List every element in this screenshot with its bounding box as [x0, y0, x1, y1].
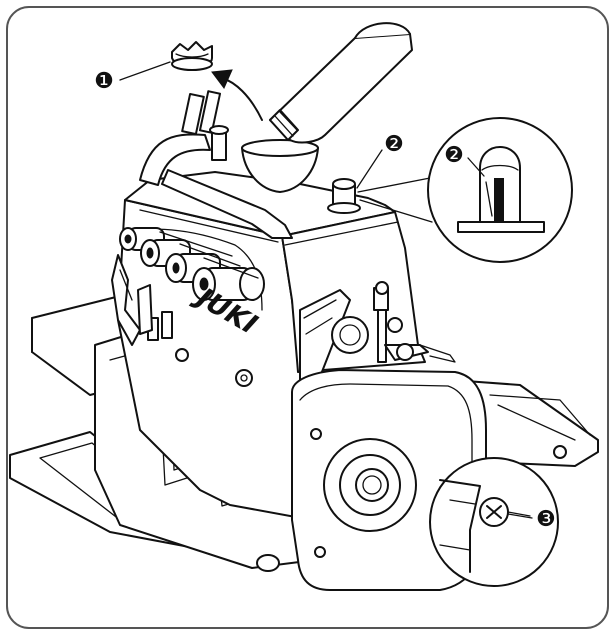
- top-arm: [139, 90, 293, 239]
- side-mechanism: [299, 281, 456, 383]
- oil-cap-icon: [171, 41, 213, 71]
- oil-gauge-icon: [327, 178, 361, 214]
- callout-1-badge: ❶: [94, 69, 114, 94]
- callout-3-badge: ❸: [536, 507, 556, 532]
- oil-funnel: [241, 139, 319, 193]
- detail-link-bottom: [359, 199, 433, 223]
- oil-gauge-detail: [427, 117, 573, 263]
- oil-bottle: [269, 22, 413, 144]
- detail-link-top: [357, 177, 431, 193]
- callout-2-badge: ❷: [384, 132, 404, 157]
- leader-2-detail: [467, 157, 485, 177]
- leader-2: [356, 149, 383, 189]
- thread-guides: [111, 254, 153, 346]
- callout-2-detail-badge: ❷: [444, 143, 464, 168]
- arrow-head: [211, 69, 233, 89]
- leader-3: [507, 513, 533, 519]
- tension-knobs: [119, 227, 265, 301]
- leader-1: [119, 61, 171, 81]
- drain-screw-detail: [429, 457, 559, 587]
